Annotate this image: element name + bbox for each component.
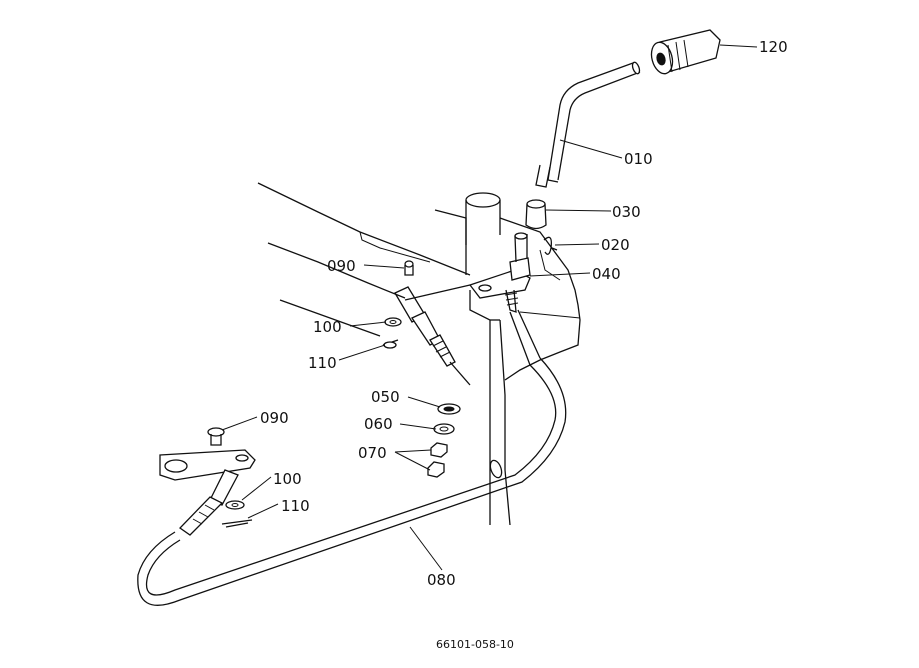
label-080: 080: [427, 571, 456, 589]
control-cable: [137, 309, 567, 606]
label-050: 050: [371, 388, 400, 406]
label-100-upper: 100: [313, 318, 342, 336]
label-110-upper: 110: [308, 354, 337, 372]
label-090-upper: 090: [327, 257, 356, 275]
part-labels: 120 010 030 020 040 090 100 110 050 060 …: [260, 38, 788, 589]
label-070: 070: [358, 444, 387, 462]
frame-outline: [257, 182, 581, 381]
upper-washers: [382, 317, 402, 349]
support-plate: [469, 290, 511, 526]
lever-knob: [650, 29, 721, 75]
shift-lever: [535, 61, 641, 188]
label-020: 020: [601, 236, 630, 254]
pivot-bracket: [468, 232, 531, 313]
lever-collar: [525, 199, 547, 230]
label-040: 040: [592, 265, 621, 283]
label-090-lower: 090: [260, 409, 289, 427]
column-post: [465, 192, 501, 275]
upper-clevis: [394, 260, 471, 386]
label-100-lower: 100: [273, 470, 302, 488]
leader-lines: [221, 44, 758, 571]
spring-clip: [543, 236, 558, 255]
label-120: 120: [759, 38, 788, 56]
drawing-code: 66101-058-10: [436, 638, 514, 651]
lower-linkage: [159, 427, 256, 536]
label-060: 060: [364, 415, 393, 433]
label-110-lower: 110: [281, 497, 310, 515]
label-010: 010: [624, 150, 653, 168]
label-030: 030: [612, 203, 641, 221]
nuts-washers: [427, 403, 461, 478]
